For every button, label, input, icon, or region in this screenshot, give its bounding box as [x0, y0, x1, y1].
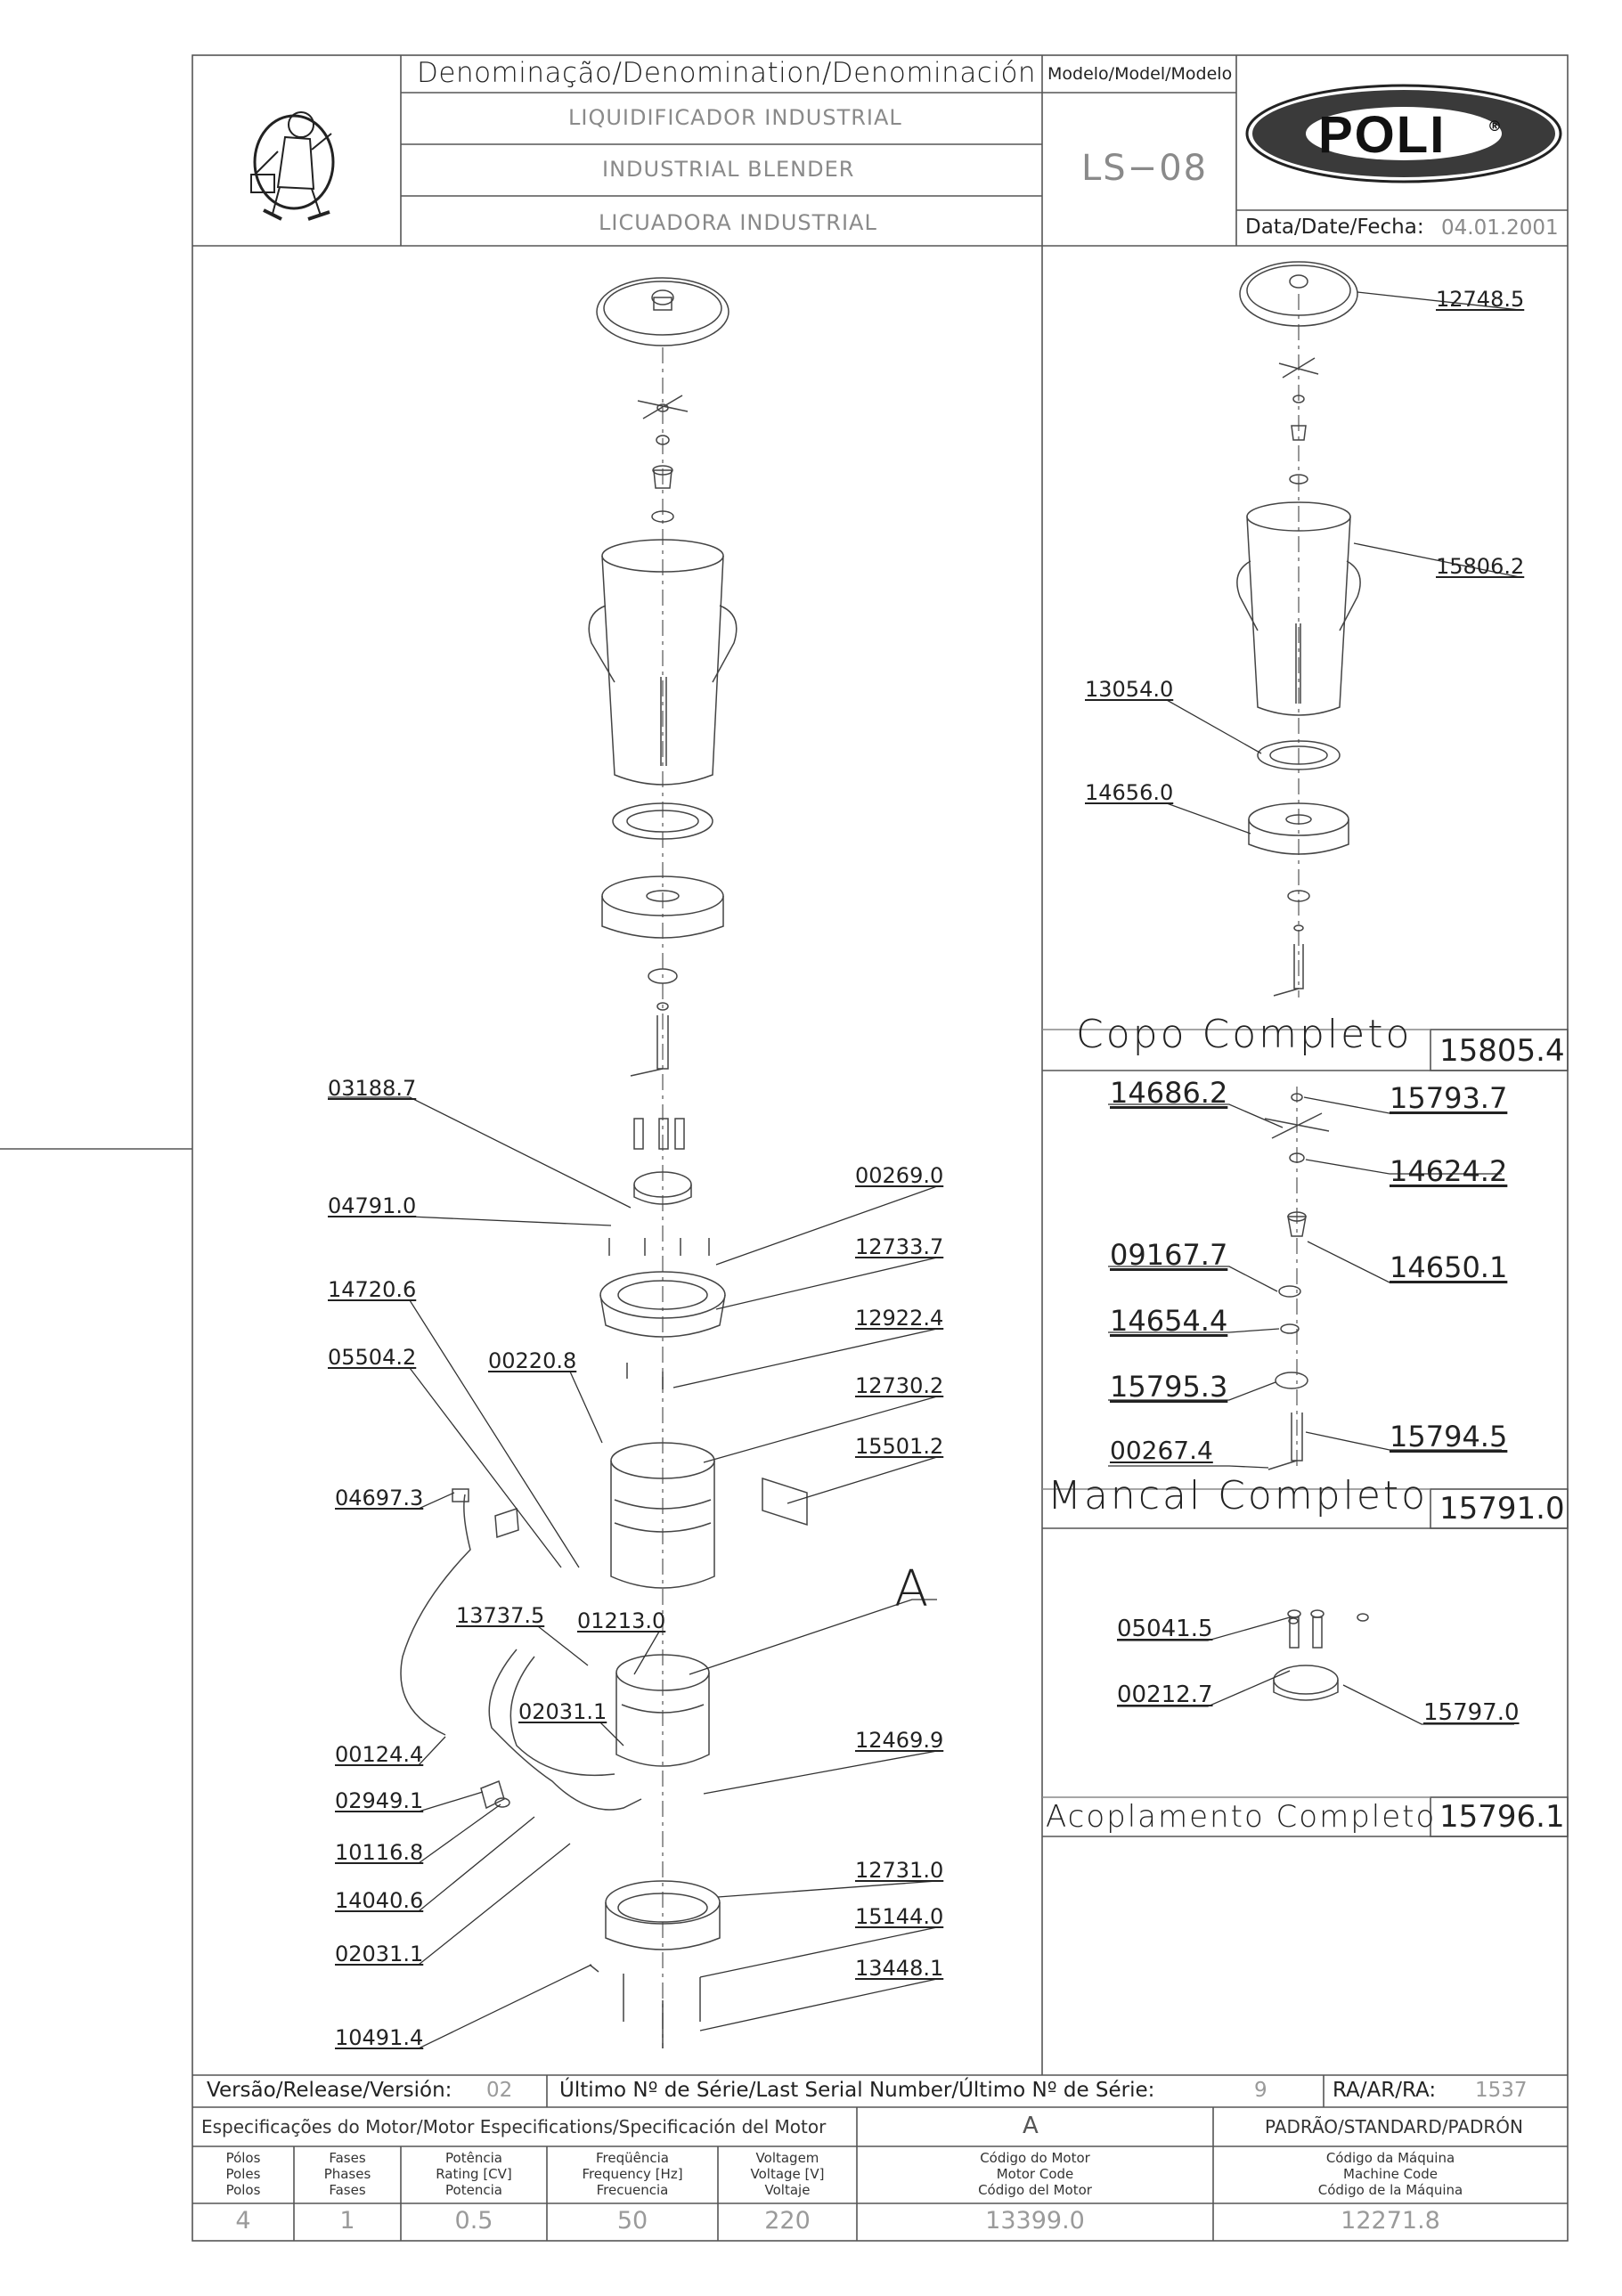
poli-logo	[1245, 84, 1562, 183]
part-label-01213-0: 01213.0	[577, 1608, 666, 1633]
product-name-en: INDUSTRIAL BLENDER	[602, 157, 855, 182]
motor-spec-value: A	[1023, 2113, 1039, 2139]
copo-label-13054-0: 13054.0	[1085, 677, 1174, 702]
spec-value-phases: 1	[339, 2207, 355, 2235]
serial-label: Último Nº de Série/Last Serial Number/Úl…	[559, 2079, 1155, 2102]
acoplamento-label-15797-0: 15797.0	[1423, 1699, 1520, 1726]
spec-value-machine-code: 12271.8	[1341, 2207, 1440, 2235]
mancal-label-00267-4: 00267.4	[1110, 1436, 1213, 1465]
date-label: Data/Date/Fecha:	[1245, 216, 1424, 239]
date-value: 04.01.2001	[1441, 216, 1559, 240]
part-label-13448-1: 13448.1	[855, 1956, 944, 1981]
spec-value-motor-code: 13399.0	[985, 2207, 1085, 2235]
copo-label-15806-2: 15806.2	[1436, 554, 1525, 579]
spec-value-poles: 4	[235, 2207, 251, 2235]
model-label: Modelo/Model/Modelo	[1047, 64, 1233, 84]
main-exploded-assembly	[400, 277, 808, 2048]
standard-label: PADRÃO/STANDARD/PADRÓN	[1265, 2116, 1523, 2137]
mancal-label-14624-2: 14624.2	[1390, 1154, 1508, 1188]
part-label-12730-2: 12730.2	[855, 1373, 944, 1398]
acoplamento-assembly	[1273, 1609, 1369, 1701]
model-value: LS−08	[1081, 148, 1209, 189]
part-label-14040-6: 14040.6	[335, 1888, 424, 1913]
acoplamento-title: Acoplamento Completo	[1046, 1799, 1437, 1835]
serial-value: 9	[1254, 2079, 1267, 2102]
spec-value-frequency: 50	[616, 2207, 648, 2235]
part-label-13737-5: 13737.5	[456, 1603, 545, 1628]
part-label-02031-1-upper: 02031.1	[518, 1699, 607, 1724]
part-label-10116-8: 10116.8	[335, 1840, 424, 1865]
copo-title: Copo Completo	[1076, 1012, 1413, 1057]
acoplamento-label-05041-5: 05041.5	[1117, 1616, 1213, 1642]
product-name-pt: LIQUIDIFICADOR INDUSTRIAL	[568, 105, 902, 130]
copo-assembly	[1236, 261, 1361, 997]
part-label-02031-1-lower: 02031.1	[335, 1942, 424, 1966]
mancal-label-15794-5: 15794.5	[1390, 1420, 1508, 1453]
mancal-label-14650-1: 14650.1	[1390, 1250, 1508, 1284]
authorized-seal-icon	[250, 111, 335, 221]
part-label-12469-9: 12469.9	[855, 1728, 944, 1753]
motor-spec-label: Especificações do Motor/Motor Especifica…	[201, 2116, 827, 2137]
part-label-00220-8: 00220.8	[488, 1348, 577, 1373]
part-label-12733-7: 12733.7	[855, 1234, 944, 1259]
detail-callout-a: A	[894, 1560, 929, 1618]
copo-label-12748-5: 12748.5	[1436, 287, 1525, 312]
part-label-14720-6: 14720.6	[328, 1277, 417, 1302]
part-label-15501-2: 15501.2	[855, 1434, 944, 1459]
acoplamento-code: 15796.1	[1439, 1799, 1565, 1835]
part-label-00124-4: 00124.4	[335, 1742, 424, 1767]
version-value: 02	[486, 2079, 513, 2102]
acoplamento-label-00212-7: 00212.7	[1117, 1681, 1213, 1708]
copo-label-14656-0: 14656.0	[1085, 780, 1174, 805]
part-label-05504-2: 05504.2	[328, 1345, 417, 1370]
part-label-04791-0: 04791.0	[328, 1193, 417, 1218]
brand-name: POLI	[1318, 106, 1447, 164]
mancal-label-14686-2: 14686.2	[1110, 1076, 1228, 1110]
part-label-03188-7: 03188.7	[328, 1076, 417, 1101]
seal-text: ASSISTÊNCIA TÉCNICA AUTORIZADA	[210, 223, 340, 231]
mancal-label-15795-3: 15795.3	[1110, 1370, 1228, 1404]
part-label-00269-0: 00269.0	[855, 1163, 944, 1188]
part-label-15144-0: 15144.0	[855, 1904, 944, 1929]
denomination-label: Denominação/Denomination/Denominación	[417, 57, 1037, 89]
spec-value-voltage: 220	[764, 2207, 811, 2235]
copo-code: 15805.4	[1439, 1033, 1565, 1069]
mancal-title: Mancal Completo	[1047, 1473, 1429, 1518]
mancal-assembly	[1264, 1087, 1330, 1470]
brand-registered-mark: ®	[1488, 118, 1502, 134]
part-label-12922-4: 12922.4	[855, 1306, 944, 1331]
mancal-code: 15791.0	[1439, 1491, 1565, 1527]
ra-value: 1537	[1475, 2079, 1528, 2102]
part-label-10491-4: 10491.4	[335, 2025, 424, 2050]
mancal-label-09167-7: 09167.7	[1110, 1238, 1228, 1272]
version-label: Versão/Release/Versión:	[207, 2079, 452, 2102]
spec-value-rating: 0.5	[454, 2207, 493, 2235]
part-label-12731-0: 12731.0	[855, 1858, 944, 1883]
mancal-label-15793-7: 15793.7	[1390, 1081, 1508, 1115]
part-label-02949-1: 02949.1	[335, 1788, 424, 1813]
part-label-04697-3: 04697.3	[335, 1486, 424, 1510]
mancal-label-14654-4: 14654.4	[1110, 1304, 1228, 1338]
ra-label: RA/AR/RA:	[1333, 2079, 1437, 2102]
product-name-es: LICUADORA INDUSTRIAL	[599, 210, 877, 235]
